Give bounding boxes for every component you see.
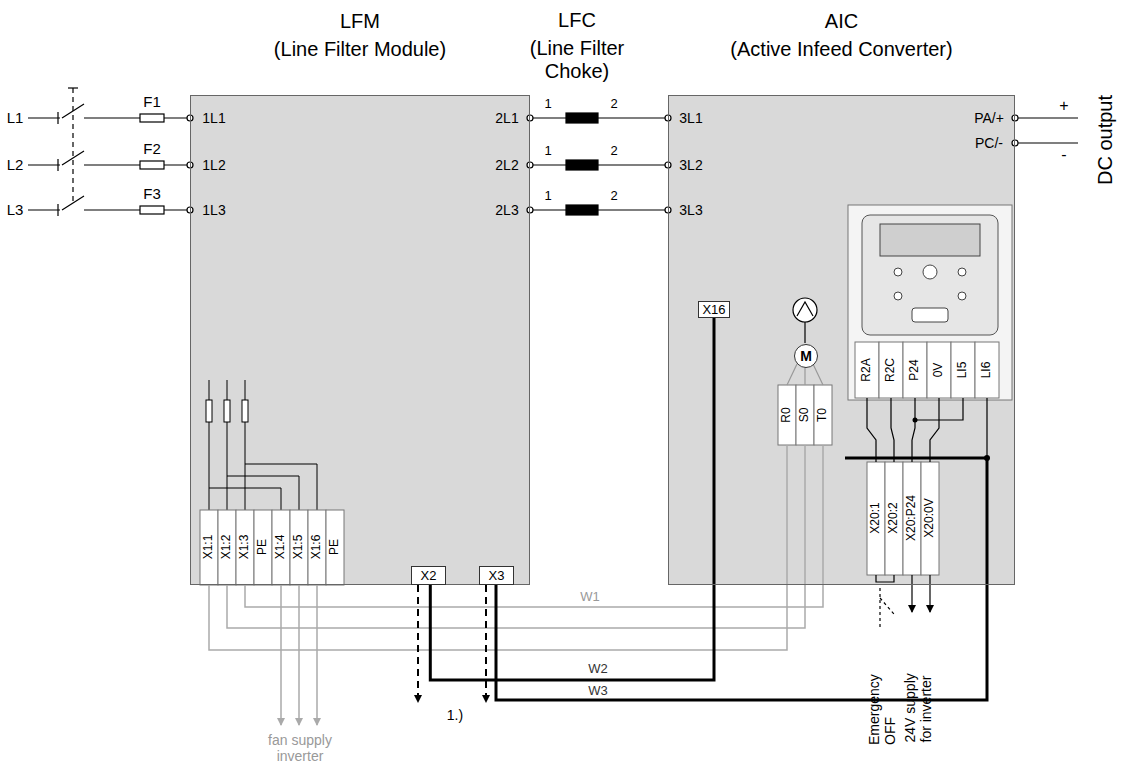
- terminal-name: S0: [798, 408, 812, 423]
- terminal-name: 2L2: [495, 157, 518, 173]
- fan-motor-symbol: [787, 298, 823, 385]
- cable-name: W1: [580, 590, 600, 605]
- callout-number: 1.): [447, 707, 463, 723]
- terminal-name: R0: [780, 407, 794, 422]
- pin-number: 2: [610, 189, 617, 204]
- internal-fuse-wiring: [206, 380, 317, 510]
- terminal-name: 2L3: [495, 202, 518, 218]
- terminal-name: P24: [908, 359, 922, 380]
- terminal-name: LI5: [956, 362, 970, 379]
- cable-name: W2: [586, 662, 610, 677]
- terminal-name: 3L2: [679, 157, 702, 173]
- signal-note: fan supply inverter: [263, 732, 338, 764]
- terminal-name: T0: [816, 408, 830, 422]
- connector-box: X3: [479, 566, 514, 585]
- terminal-point: [187, 115, 1018, 213]
- control-wiring: [867, 398, 987, 628]
- signal-note: 24V supply for inverter: [902, 658, 934, 743]
- output-label: DC output: [1094, 95, 1117, 185]
- terminal-strip: [200, 385, 939, 585]
- terminal-name: 1L1: [202, 110, 225, 126]
- mains-switch: [28, 88, 187, 216]
- pin-number: 1: [544, 97, 551, 112]
- pin-number: 2: [610, 97, 617, 112]
- component-name: (Line Filter Choke): [517, 37, 637, 83]
- connector-name: X3: [489, 569, 505, 582]
- phase-name: L2: [7, 156, 24, 173]
- polarity-sign: +: [1059, 97, 1068, 115]
- terminal-name: 0V: [932, 363, 946, 378]
- connector-box: X2: [411, 566, 446, 585]
- terminal-name: R2C: [884, 358, 898, 382]
- terminal-name: X20:2: [887, 502, 901, 533]
- phase-name: L1: [7, 109, 24, 126]
- dc-output-wire: [1018, 118, 1078, 143]
- connector-name: X16: [702, 303, 725, 316]
- terminal-name: X1:3: [238, 535, 252, 560]
- terminal-name: 3L1: [679, 110, 702, 126]
- pin-number: 2: [610, 144, 617, 159]
- terminal-name: X20:P24: [905, 495, 919, 541]
- terminal-name: X20:1: [869, 502, 883, 533]
- connector-name: X2: [421, 569, 437, 582]
- optional-cable: [418, 585, 486, 702]
- terminal-name: X1:1: [202, 535, 216, 560]
- terminal-name: 1L3: [202, 202, 225, 218]
- signal-note: Emergency OFF: [866, 655, 898, 745]
- pin-number: 1: [544, 144, 551, 159]
- connector-box: X16: [698, 301, 730, 318]
- phase-name: L3: [7, 201, 24, 218]
- terminal-name: X1:4: [274, 535, 288, 560]
- component-name: LFC: [558, 9, 596, 32]
- fuse-name: F2: [143, 140, 161, 157]
- control-terminal-strip: [855, 342, 999, 398]
- terminal-name: 3L3: [679, 202, 702, 218]
- terminal-name: 2L1: [495, 110, 518, 126]
- module-heading: LFM: [340, 10, 380, 33]
- terminal-name: 1L2: [202, 157, 225, 173]
- converter-box: AIC(Active Infeed Converter)X16M: [668, 95, 1015, 585]
- polarity-sign: -: [1061, 146, 1066, 164]
- module-box: LFM(Line Filter Module)X2X3: [190, 95, 530, 585]
- choke-wiring: [533, 113, 665, 215]
- connector-name: M: [800, 349, 812, 363]
- fan-supply-wire: [209, 445, 823, 725]
- terminal-name: PA/+: [974, 110, 1004, 126]
- fuse-name: F3: [143, 185, 161, 202]
- module-heading: (Line Filter Module): [274, 38, 446, 61]
- module-heading: (Active Infeed Converter): [730, 38, 952, 61]
- junction-dot: [913, 418, 991, 462]
- pin-number: 1: [544, 189, 551, 204]
- cable-w3: [496, 458, 987, 700]
- terminal-name: PE: [328, 539, 342, 555]
- keypad-display: [848, 205, 1012, 400]
- terminal-name: PC/-: [975, 135, 1003, 151]
- terminal-name: X1:5: [292, 535, 306, 560]
- cable-connector: [430, 318, 714, 680]
- terminal-name: X1:2: [220, 535, 234, 560]
- module-heading: AIC: [825, 10, 858, 33]
- terminal-name: X20:0V: [923, 498, 937, 537]
- fuse-name: F1: [143, 93, 161, 110]
- module-housing: [190, 95, 530, 585]
- terminal-name: X1:6: [310, 535, 324, 560]
- terminal-name: R2A: [860, 358, 874, 381]
- cable-name: W3: [588, 684, 608, 699]
- fuse-symbol: [140, 114, 164, 214]
- terminal-name: LI6: [980, 362, 994, 379]
- terminal-name: PE: [256, 539, 270, 555]
- converter-housing: [668, 95, 1015, 585]
- motor-circle: M: [794, 344, 818, 368]
